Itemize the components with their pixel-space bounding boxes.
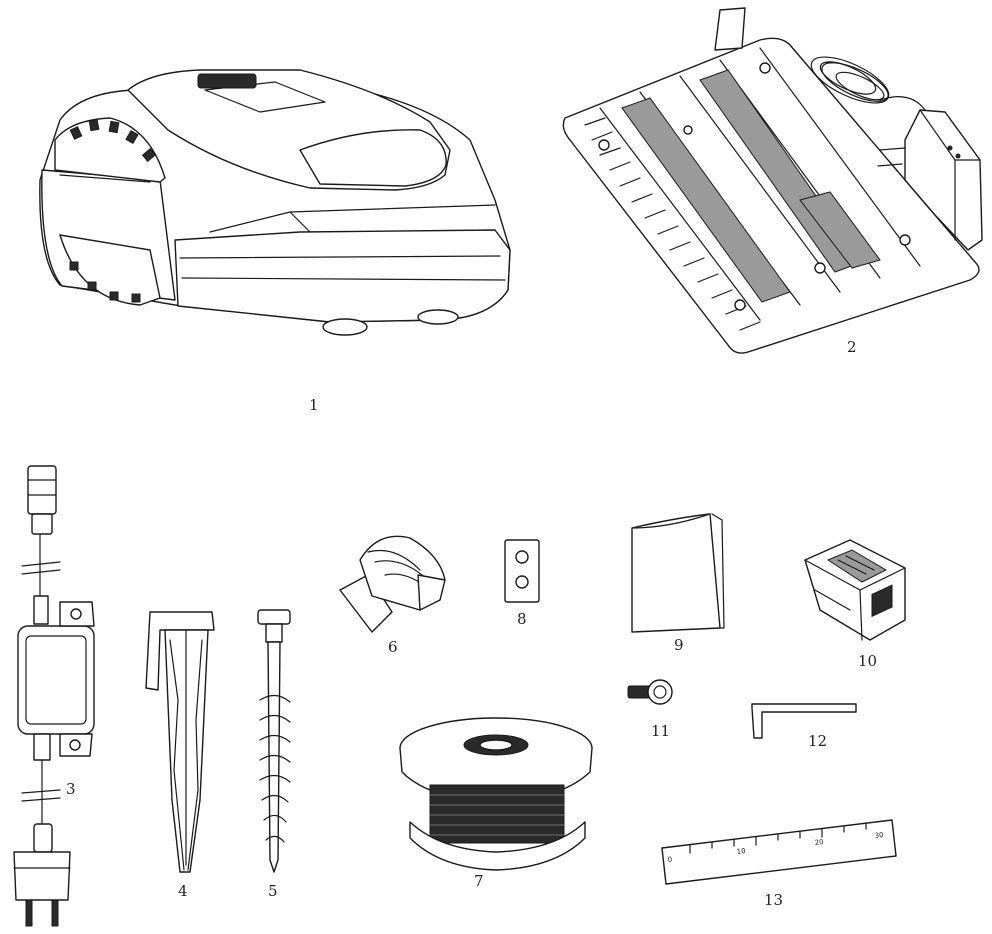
part-label-4: 4 (178, 884, 188, 899)
part-label-9: 9 (674, 638, 684, 653)
blade-icon (505, 540, 539, 602)
part-label-11: 11 (651, 724, 670, 739)
wire-connector-icon (340, 536, 445, 632)
ruler-tick-30: 30 (874, 831, 884, 840)
battery-icon (805, 540, 905, 640)
part-label-5: 5 (268, 884, 278, 899)
screw-icon (628, 680, 672, 704)
charging-station-icon (563, 8, 982, 353)
robotic-mower-icon (40, 70, 510, 335)
part-label-2: 2 (847, 340, 857, 355)
part-label-3: 3 (66, 782, 76, 797)
part-label-12: 12 (808, 734, 827, 749)
ruler-icon: 0 10 20 30 (662, 820, 896, 884)
ruler-tick-20: 20 (814, 838, 824, 847)
part-label-6: 6 (388, 640, 398, 655)
manual-booklet-icon (632, 514, 724, 632)
part-label-1: 1 (309, 398, 319, 413)
part-label-10: 10 (858, 654, 877, 669)
ruler-tick-10: 10 (736, 847, 746, 856)
part-label-8: 8 (517, 612, 527, 627)
power-supply-icon (14, 466, 94, 926)
screw-stake-icon (258, 610, 290, 872)
part-label-7: 7 (474, 874, 484, 889)
boundary-wire-spool-icon (400, 718, 592, 870)
part-label-13: 13 (764, 893, 783, 908)
hex-key-icon (752, 704, 856, 738)
wire-peg-icon (146, 612, 214, 872)
